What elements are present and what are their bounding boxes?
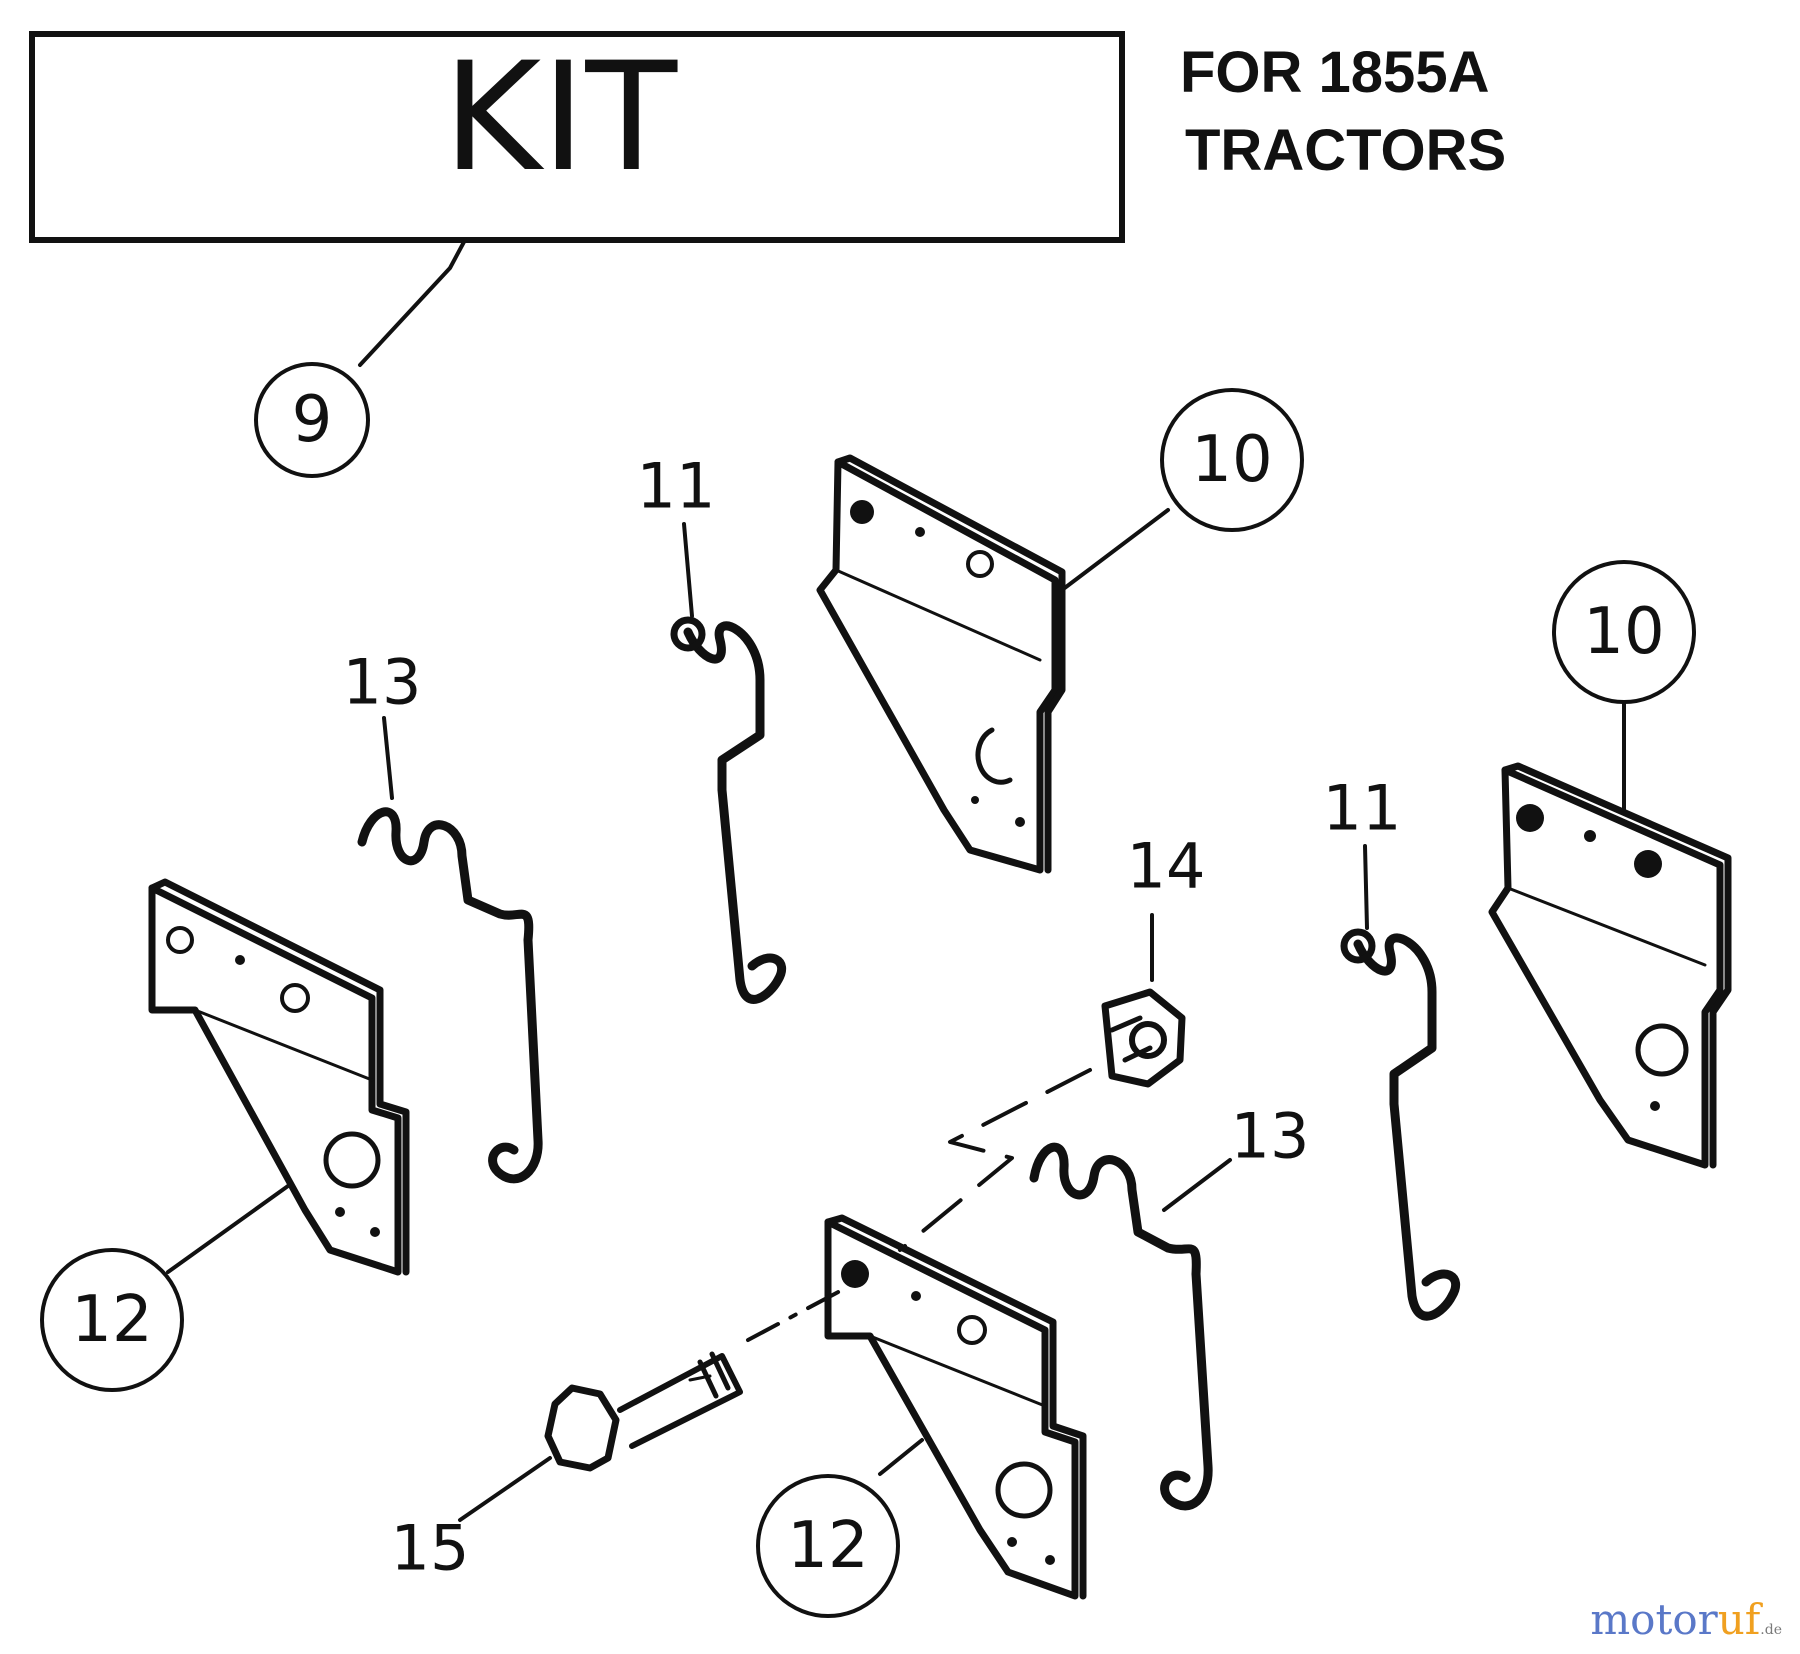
callout-12-left: 12 <box>40 1248 184 1392</box>
mounting-bracket-12-left <box>148 878 410 1276</box>
leader-line-13-left <box>382 716 394 800</box>
note-line-1: FOR 1855A <box>1180 40 1489 105</box>
tractor-note: FOR 1855A TRACTORS <box>1180 40 1506 183</box>
label-13-bottom: 13 <box>1231 1100 1310 1173</box>
mounting-bracket-10-right <box>1488 762 1732 1169</box>
label-14: 14 <box>1127 830 1206 903</box>
svg-text:10: 10 <box>1191 423 1272 497</box>
leader-line-15 <box>458 1456 552 1522</box>
leader-line-11-right <box>1363 844 1369 930</box>
callout-9: 9 <box>254 362 370 478</box>
note-line-2: TRACTORS <box>1185 118 1506 183</box>
spring-rod-11-center <box>670 616 787 1004</box>
leader-line-13-bottom <box>1162 1158 1232 1212</box>
leader-line-12-bottom <box>878 1438 924 1476</box>
callout-12-bottom: 12 <box>756 1474 900 1618</box>
assembly-line-14 <box>898 1068 1092 1252</box>
watermark-logo: motoruf.de <box>1590 1595 1782 1644</box>
spring-13-bottom <box>1029 1142 1213 1511</box>
assembly-line-15 <box>746 1288 844 1342</box>
bolt-15 <box>544 1351 743 1472</box>
mounting-bracket-10-upper <box>816 454 1066 874</box>
svg-text:12: 12 <box>71 1283 152 1357</box>
callout-10-right: 10 <box>1552 560 1696 704</box>
leader-line-10-upper <box>1060 508 1170 592</box>
kit-title-box: KIT <box>29 31 1125 243</box>
leader-line-12-left <box>166 1184 290 1274</box>
label-13-left: 13 <box>343 646 422 719</box>
svg-text:10: 10 <box>1583 595 1664 669</box>
callout-10-upper: 10 <box>1160 388 1304 532</box>
leader-line-11-center <box>682 522 694 618</box>
spring-rod-11-right <box>1340 928 1461 1321</box>
svg-text:12: 12 <box>787 1509 868 1583</box>
nut-14 <box>1101 988 1186 1088</box>
svg-text:9: 9 <box>292 383 333 457</box>
leader-line-9 <box>358 238 467 367</box>
mounting-bracket-12-bottom <box>824 1214 1087 1600</box>
spring-13-left <box>357 807 543 1184</box>
kit-title: KIT <box>443 31 679 205</box>
label-15: 15 <box>391 1512 470 1585</box>
label-11-center: 11 <box>637 450 716 523</box>
label-11-right: 11 <box>1323 772 1402 845</box>
